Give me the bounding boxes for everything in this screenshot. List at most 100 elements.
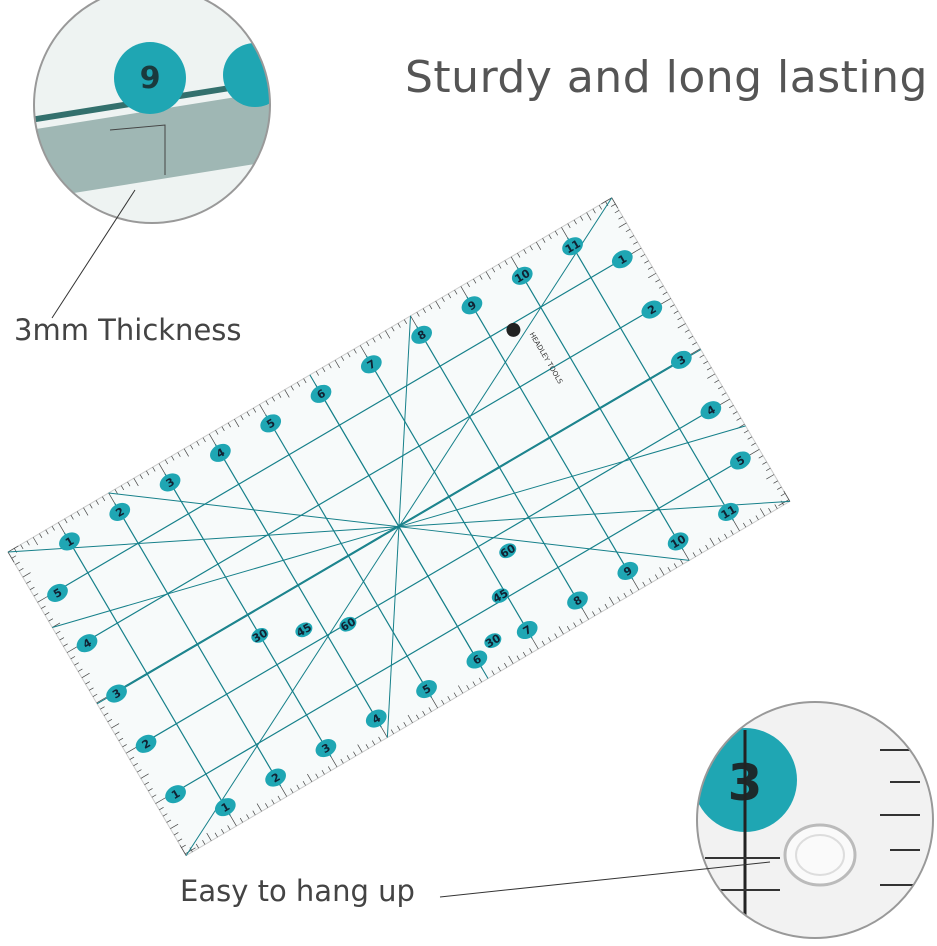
tick [92,693,98,697]
tick [632,579,640,591]
tick [441,297,445,302]
tick [407,714,413,723]
tick [359,345,367,356]
tick [102,496,106,502]
tick [256,803,262,812]
tick [714,379,719,383]
number-badge [295,622,313,638]
tick [688,335,694,339]
number-badge [109,502,131,521]
tick [730,530,734,535]
tick [221,828,225,834]
tick [497,666,501,672]
tick [677,323,686,329]
tick [177,452,181,457]
tick [271,799,275,805]
number-badge [265,768,286,787]
tick [148,788,153,792]
headline: Sturdy and long lasting [405,52,928,103]
tick [136,769,142,773]
number-badge [315,739,337,758]
tick [280,786,288,797]
number-badge [516,620,538,640]
tick [195,843,200,849]
number-badge [484,633,502,649]
tick [504,260,508,265]
tick [447,293,452,299]
tick [601,197,612,205]
tick [353,751,357,757]
tick [206,832,212,842]
tick [429,304,433,310]
tick [719,398,731,406]
tick [7,545,19,553]
tick [554,633,558,639]
tick [579,618,583,624]
tick [629,589,633,594]
tick [22,572,31,578]
tick [252,810,256,816]
tick [89,503,93,509]
tick [617,596,621,602]
tick [682,549,690,561]
tick [431,697,438,709]
tick [33,593,39,597]
tick [523,249,527,254]
number-badge [667,532,689,551]
number-badge [47,583,68,602]
number-badge [365,709,387,728]
tick [114,731,120,735]
tick [592,208,596,214]
tick [296,382,301,387]
tick [151,794,157,798]
tick [416,311,420,317]
tick [573,622,577,628]
tick [780,493,786,497]
tick [774,504,778,509]
tick [582,608,589,620]
tick [20,544,24,550]
tick [70,656,76,660]
tick [598,204,603,210]
tick [410,315,417,327]
tick [357,744,363,753]
tick [625,228,631,233]
tick [321,769,325,775]
tick [378,736,382,742]
number-badge [461,296,483,315]
tick [614,210,620,214]
tick [76,511,81,516]
tick [162,813,168,817]
tick [415,714,420,720]
tick [640,254,646,258]
hang-pointer [439,861,771,898]
tick [334,359,340,369]
tick [239,817,244,823]
tick [397,725,401,731]
tick [341,356,345,361]
tick [240,415,244,420]
tick [26,580,31,584]
tick [629,235,635,239]
tick [58,522,65,534]
tick [709,537,715,546]
tick [103,712,109,716]
tick [290,788,294,794]
tick [604,603,608,609]
number-badge [617,561,639,580]
angle-line [96,526,400,705]
tick [307,773,313,782]
tick [765,467,771,472]
tick [32,537,39,546]
number-badge [491,588,509,604]
tick [7,551,15,563]
tick [277,795,281,801]
tick [37,595,49,603]
tick [190,444,194,450]
tick [234,418,240,428]
number-badge [76,634,98,653]
tick [516,655,520,661]
tick [108,492,116,504]
tick [479,275,483,280]
